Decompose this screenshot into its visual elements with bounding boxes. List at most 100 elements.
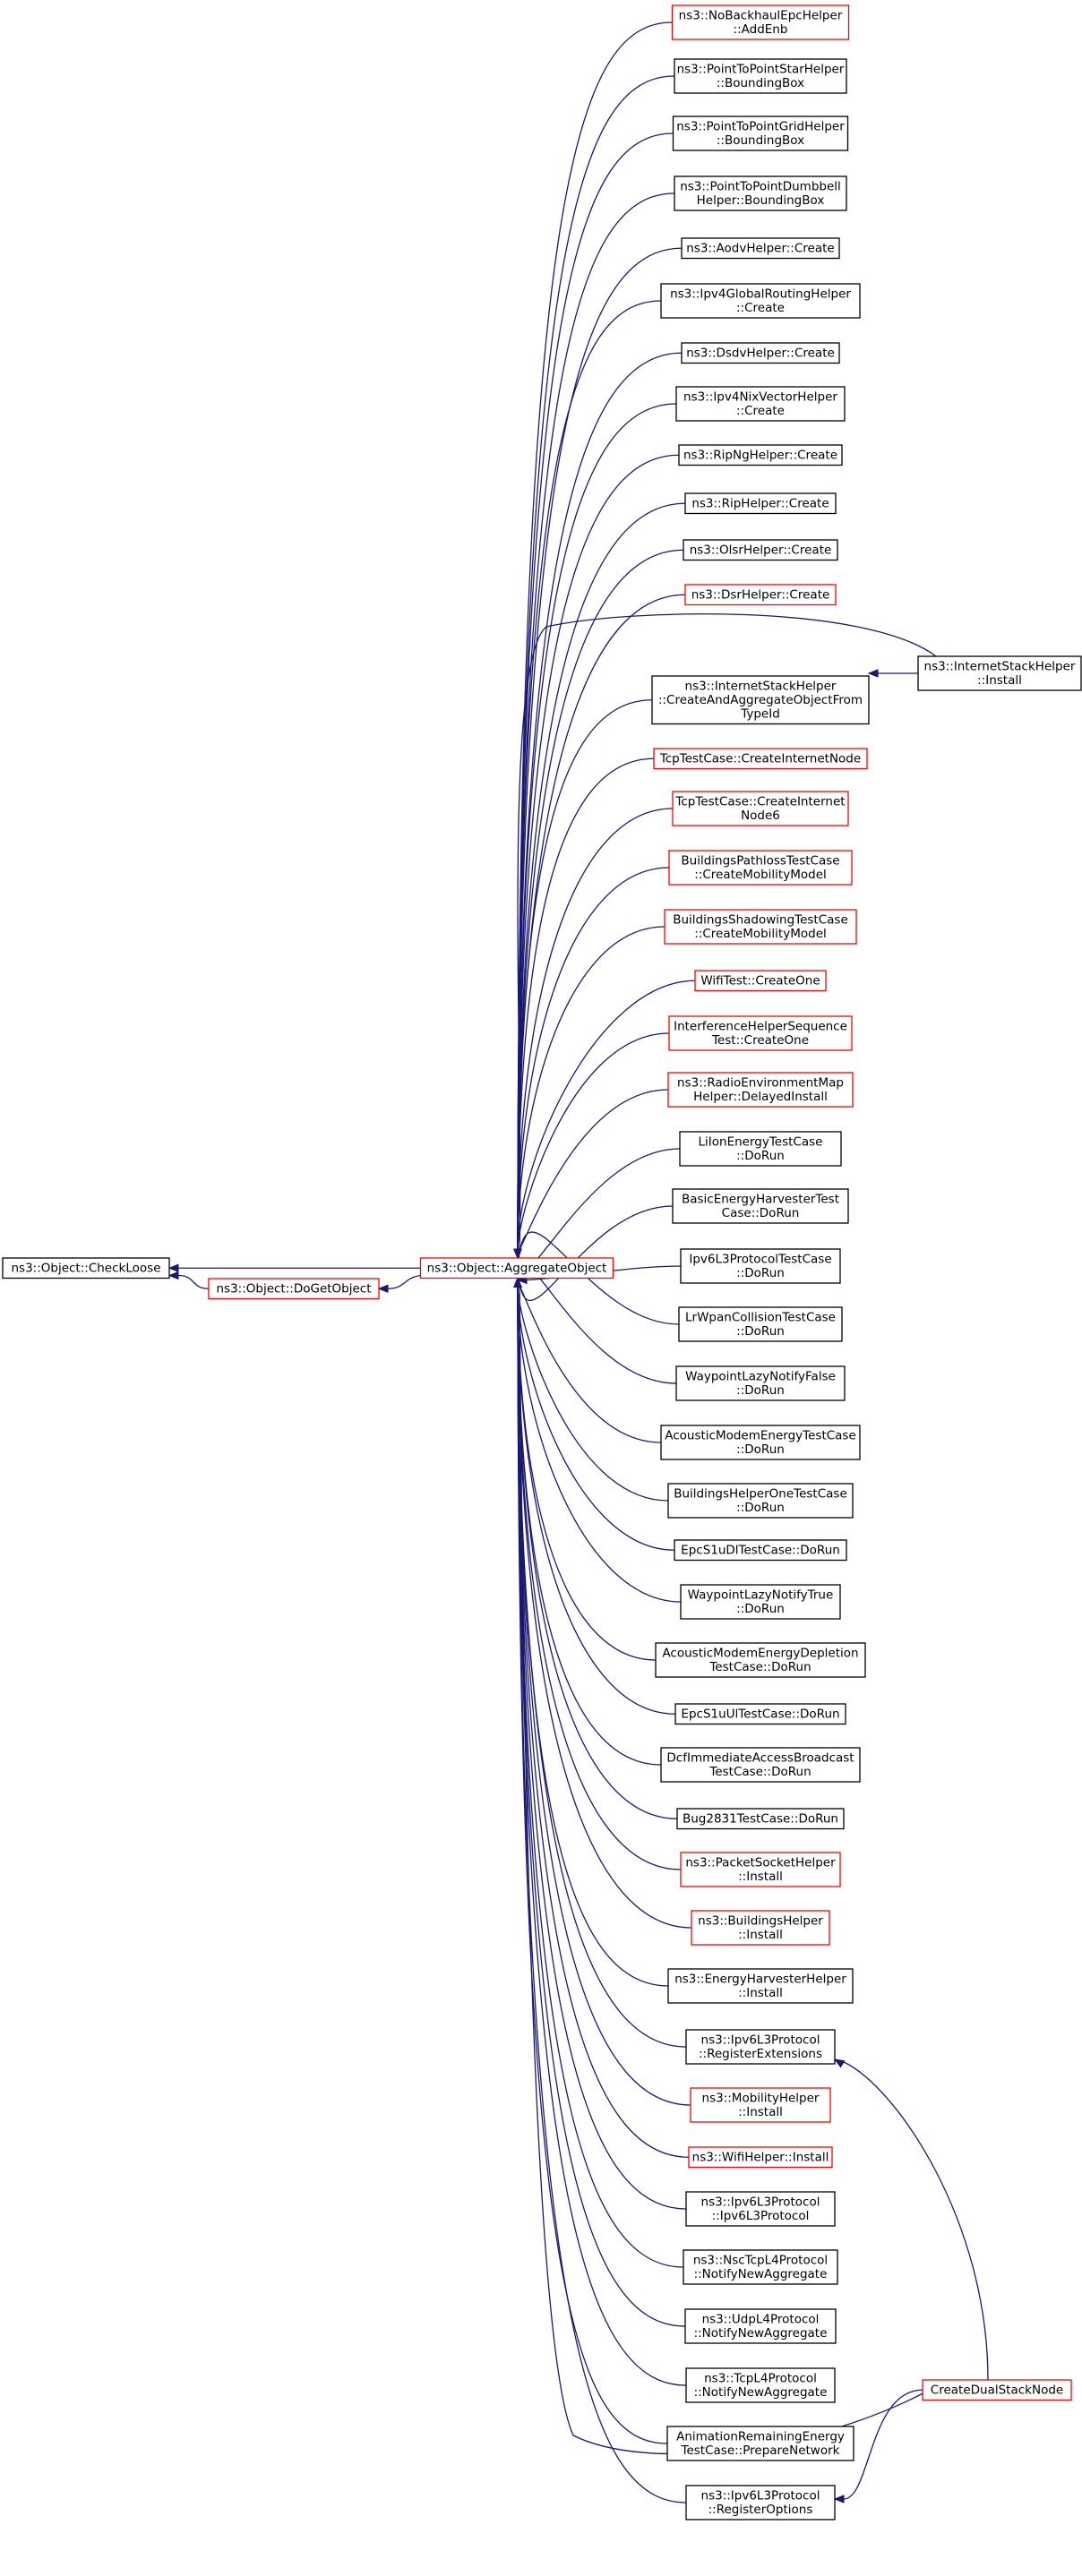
node-c12[interactable]: ns3::DsrHelper::Create: [684, 584, 837, 606]
edge-c11: [517, 549, 684, 1251]
node-c39[interactable]: ns3::WifiHelper::Install: [688, 2146, 833, 2169]
node-c06[interactable]: ns3::Ipv4GlobalRoutingHelper::Create: [660, 283, 861, 319]
node-box: [676, 1808, 845, 1830]
node-label: ns3::AodvHelper::Create: [686, 242, 834, 256]
node-c08[interactable]: ns3::Ipv4NixVectorHelper::Create: [675, 386, 846, 422]
node-box: [917, 655, 1082, 691]
node-label: Bug2831TestCase::DoRun: [683, 1812, 838, 1827]
node-c43[interactable]: ns3::TcpL4Protocol::NotifyNewAggregate: [685, 2367, 836, 2403]
node-c45[interactable]: ns3::Ipv6L3Protocol::RegisterOptions: [685, 2485, 836, 2520]
node-c10[interactable]: ns3::RipHelper::Create: [684, 492, 837, 515]
node-box: [419, 1257, 614, 1279]
edge-c45: [517, 1286, 687, 2503]
node-aggregate[interactable]: ns3::Object::AggregateObject: [419, 1257, 614, 1279]
node-c02[interactable]: ns3::PointToPointStarHelper::BoundingBox: [674, 58, 847, 94]
node-box: [684, 2308, 837, 2344]
node-c36[interactable]: ns3::EnergyHarvesterHelper::Install: [667, 1968, 854, 2004]
node-c40[interactable]: ns3::Ipv6L3Protocol::Ipv6L3Protocol: [685, 2191, 836, 2227]
arrowhead-dogetobject-checkloose: [167, 1271, 179, 1280]
node-label: ::NotifyNewAggregate: [694, 2326, 828, 2341]
node-box: [685, 2485, 836, 2520]
node-box: [674, 1703, 846, 1725]
node-c21[interactable]: LiIonEnergyTestCase::DoRun: [679, 1131, 842, 1167]
node-c01[interactable]: ns3::NoBackhaulEpcHelper::AddEnb: [671, 4, 850, 40]
node-label: ::DoRun: [736, 1501, 785, 1515]
node-box: [688, 2146, 833, 2169]
node-box: [674, 1539, 847, 1562]
node-c42[interactable]: ns3::UdpL4Protocol::NotifyNewAggregate: [684, 2308, 837, 2344]
node-dualstack[interactable]: CreateDualStackNode: [922, 2379, 1072, 2401]
node-c20[interactable]: ns3::RadioEnvironmentMapHelper::DelayedI…: [667, 1072, 854, 1108]
node-c29[interactable]: WaypointLazyNotifyTrue::DoRun: [680, 1584, 841, 1620]
node-label: InterferenceHelperSequence: [674, 1020, 847, 1034]
node-c37[interactable]: ns3::Ipv6L3Protocol::RegisterExtensions: [685, 2029, 836, 2065]
node-label: ns3::MobilityHelper: [702, 2092, 820, 2106]
node-dogetobject[interactable]: ns3::Object::DoGetObject: [208, 1278, 380, 1300]
edge-aggregate-dogetobject: [387, 1274, 421, 1289]
node-c11[interactable]: ns3::OlsrHelper::Create: [683, 539, 838, 561]
node-c14[interactable]: TcpTestCase::CreateInternetNode: [653, 748, 868, 770]
node-box: [671, 4, 850, 40]
node-c16[interactable]: BuildingsPathlossTestCase::CreateMobilit…: [668, 850, 853, 886]
node-c19[interactable]: InterferenceHelperSequenceTest::CreateOn…: [668, 1015, 853, 1051]
node-label: Test::CreateOne: [711, 1033, 809, 1048]
node-box: [674, 58, 847, 94]
node-label: ns3::RipNgHelper::Create: [683, 449, 837, 463]
node-c23[interactable]: Ipv6L3ProtocolTestCase::DoRun: [680, 1248, 841, 1284]
node-c33[interactable]: Bug2831TestCase::DoRun: [676, 1808, 845, 1830]
node-box: [675, 386, 846, 422]
node-c31[interactable]: EpcS1uUlTestCase::DoRun: [674, 1703, 846, 1725]
node-label: ns3::Ipv4NixVectorHelper: [683, 390, 837, 405]
node-label: BuildingsShadowingTestCase: [673, 913, 848, 928]
node-box: [667, 1483, 854, 1519]
node-c32[interactable]: DcfImmediateAccessBroadcastTestCase::DoR…: [660, 1747, 861, 1783]
node-c38[interactable]: ns3::MobilityHelper::Install: [690, 2087, 831, 2123]
node-c26[interactable]: AcousticModemEnergyTestCase::DoRun: [660, 1425, 861, 1460]
edge-c36: [517, 1286, 669, 1987]
node-c25[interactable]: WaypointLazyNotifyFalse::DoRun: [675, 1365, 846, 1401]
node-label: ns3::Object::DoGetObject: [216, 1282, 371, 1297]
node-c09[interactable]: ns3::RipNgHelper::Create: [678, 444, 843, 466]
node-c03[interactable]: ns3::PointToPointGridHelper::BoundingBox: [672, 116, 849, 151]
node-c27[interactable]: BuildingsHelperOneTestCase::DoRun: [667, 1483, 854, 1519]
node-label: ns3::TcpL4Protocol: [704, 2372, 817, 2386]
node-label: LrWpanCollisionTestCase: [685, 1311, 836, 1325]
arrowhead-aggregate-dogetobject: [377, 1284, 389, 1293]
node-c05[interactable]: ns3::AodvHelper::Create: [681, 237, 840, 260]
node-label: ::Install: [738, 1870, 783, 1884]
node-ish_install[interactable]: ns3::InternetStackHelper::Install: [917, 655, 1082, 691]
node-c04[interactable]: ns3::PointToPointDumbbellHelper::Boundin…: [674, 175, 847, 211]
edge-c28: [517, 1286, 675, 1551]
node-box: [668, 850, 853, 886]
node-box: [681, 342, 840, 364]
edge-c08: [517, 403, 677, 1251]
node-label: ::NotifyNewAggregate: [694, 2385, 828, 2400]
node-c18[interactable]: WifiTest::CreateOne: [694, 970, 827, 992]
edge-dualstack-c37: [843, 2061, 989, 2381]
node-c34[interactable]: ns3::PacketSocketHelper::Install: [680, 1852, 841, 1887]
node-c24[interactable]: LrWpanCollisionTestCase::DoRun: [678, 1306, 843, 1342]
node-box: [685, 2367, 836, 2403]
node-c41[interactable]: ns3::NscTcpL4Protocol::NotifyNewAggregat…: [683, 2249, 838, 2285]
node-c28[interactable]: EpcS1uDlTestCase::DoRun: [674, 1539, 847, 1562]
edge-c35: [517, 1286, 692, 1929]
node-label: ::Ipv6L3Protocol: [712, 2209, 810, 2223]
node-label: TestCase::PrepareNetwork: [681, 2443, 840, 2458]
node-label: ::DoRun: [736, 1442, 785, 1457]
edge-c07: [517, 352, 683, 1251]
node-c44[interactable]: AnimationRemainingEnergyTestCase::Prepar…: [666, 2426, 854, 2461]
node-c35[interactable]: ns3::BuildingsHelper::Install: [691, 1910, 830, 1946]
node-label: ns3::OlsrHelper::Create: [690, 543, 832, 558]
node-c17[interactable]: BuildingsShadowingTestCase::CreateMobili…: [664, 909, 857, 945]
node-c30[interactable]: AcousticModemEnergyDepletionTestCase::Do…: [655, 1642, 866, 1678]
node-box: [691, 1910, 830, 1946]
edge-c17: [517, 926, 666, 1251]
node-label: TypeId: [740, 707, 780, 722]
node-c13[interactable]: ns3::InternetStackHelper::CreateAndAggre…: [651, 675, 870, 725]
edge-c25: [517, 1263, 677, 1384]
node-c07[interactable]: ns3::DsdvHelper::Create: [681, 342, 840, 364]
edge-c01: [517, 21, 673, 1251]
